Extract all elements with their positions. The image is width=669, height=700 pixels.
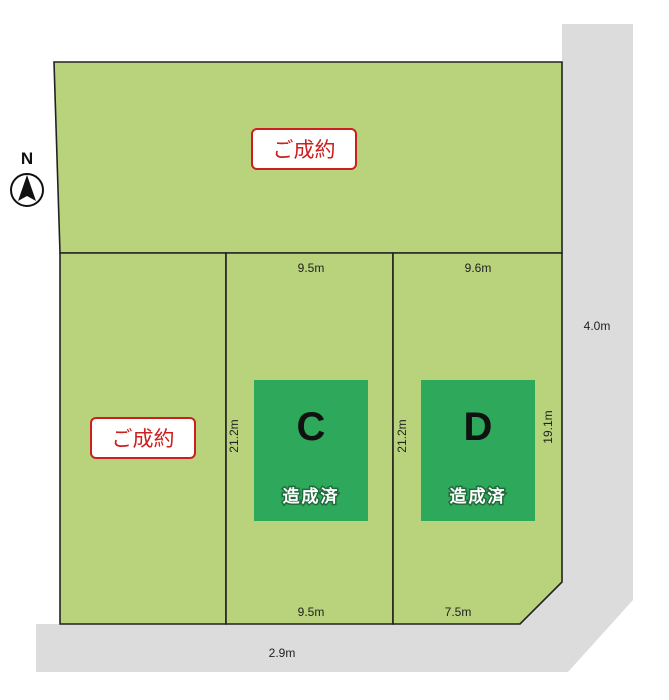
lot-c-bottom-width: 9.5m (298, 605, 325, 619)
lot-d-status: 造成済 (450, 486, 507, 507)
lot-d-graded-area (421, 380, 535, 521)
lot-d-top-width: 9.6m (465, 261, 492, 275)
lot-top-sold-label: ご成約 (273, 138, 336, 162)
lot-c-letter: C (297, 405, 326, 449)
lot-c-depth: 21.2m (227, 419, 241, 452)
east-road-width: 4.0m (584, 319, 611, 333)
compass-north-label: N (21, 149, 33, 168)
lot-c-graded-area (254, 380, 368, 521)
lot-left-sold-badge (90, 417, 196, 459)
lot-d-letter: D (464, 405, 493, 449)
lot-d-depth: 21.2m (395, 419, 409, 452)
east-road (36, 24, 633, 672)
lot-left-sold-label: ご成約 (112, 427, 175, 451)
lot-d-bottom-width: 7.5m (445, 605, 472, 619)
lot-top-sold-badge (251, 128, 357, 170)
lot-c-top-width: 9.5m (298, 261, 325, 275)
lot-c-status: 造成済 (283, 486, 340, 507)
north-arrow-icon (10, 173, 44, 207)
lot-d-right-depth: 19.1m (541, 410, 555, 443)
south-road-width: 2.9m (269, 646, 296, 660)
